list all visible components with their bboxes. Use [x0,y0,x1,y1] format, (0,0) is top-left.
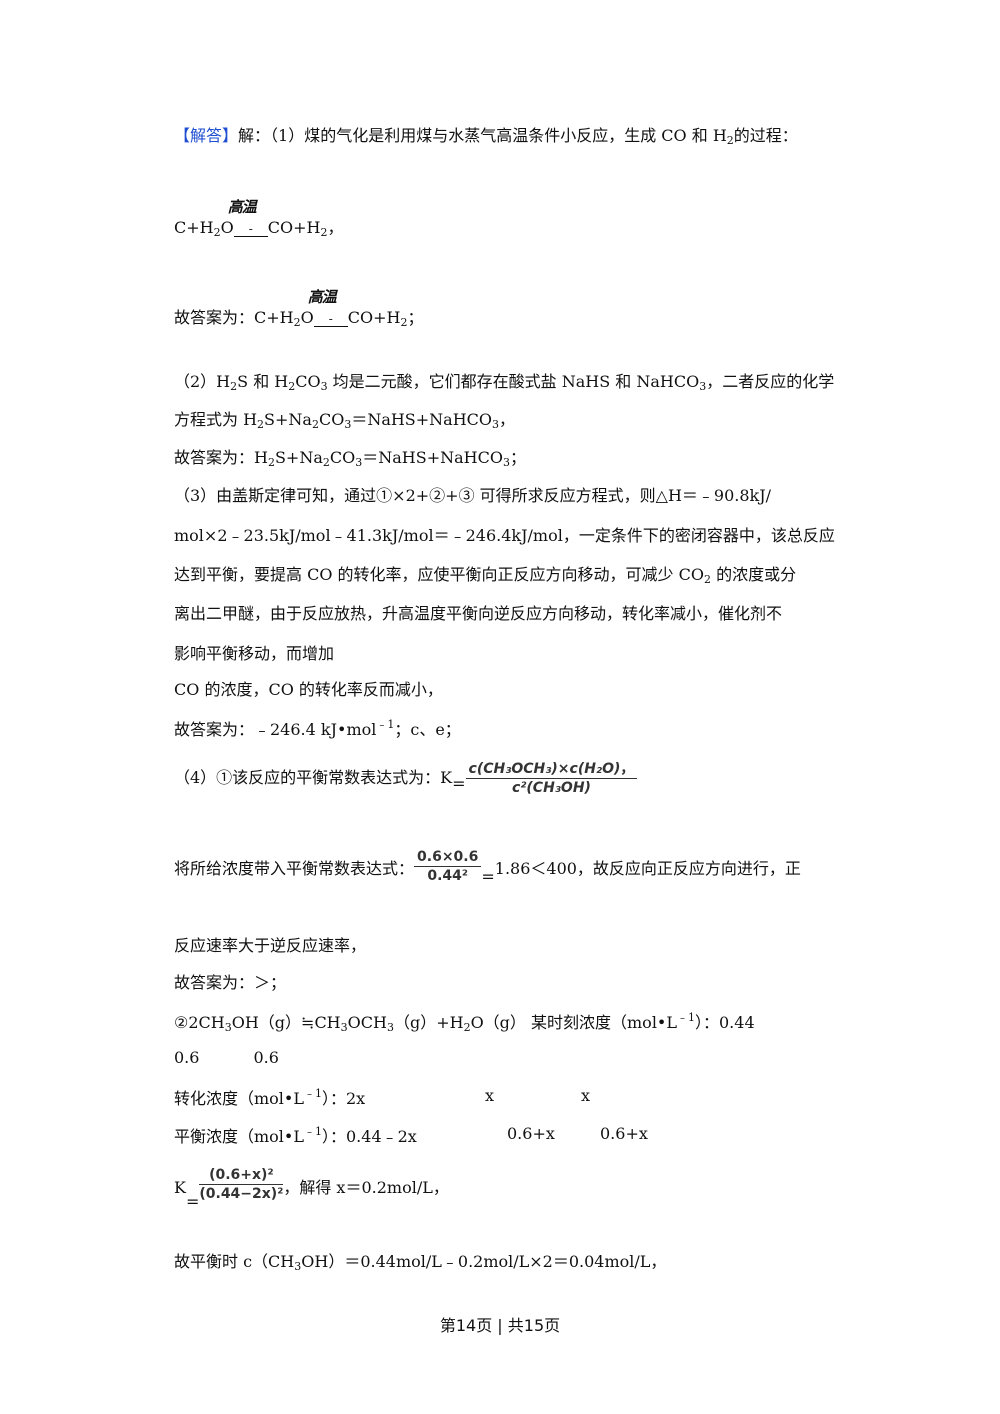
part4-line3: 反应速率大于逆反应速率， [174,936,367,955]
answer-tag: 【解答】 [174,126,239,145]
equilibrium-c2: 0.6+x [507,1124,555,1143]
conversion-x2: x [581,1086,591,1105]
part4-k-expression: （4）①该反应的平衡常数表达式为：K=c(CH₃OCH₃)×c(H₂O)，c²(… [174,762,638,795]
part3-line1: （3）由盖斯定律可知，通过①×2+②+③ 可得所求反应方程式，则△H＝﹣90.8… [174,486,772,505]
equilibrium-c3: 0.6+x [600,1124,648,1143]
part3-line2: mol×2﹣23.5kJ/mol﹣41.3kJ/mol＝﹣246.4kJ/mol… [174,526,835,545]
reaction-condition: 高温- [228,200,268,237]
reaction-condition: 高温- [308,290,348,327]
conversion-x1: x [485,1086,495,1105]
answer-2: 故答案为：H2S+Na2CO3＝NaHS+NaHCO3； [174,448,526,469]
part2-line1: （2）H2S 和 H2CO3 均是二元酸，它们都存在酸式盐 NaHS 和 NaH… [174,372,835,393]
k-fraction: c(CH₃OCH₃)×c(H₂O)，c²(CH₃OH) [465,762,638,795]
part3-line5: 影响平衡移动，而增加 [174,644,335,663]
part3-line3: 达到平衡，要提高 CO 的转化率，应使平衡向正反应方向移动，可减少 CO2 的浓… [174,565,797,586]
page-footer: 第14页 | 共15页 [439,1316,561,1335]
k-solve-fraction: (0.6+x)²(0.44−2x)² [199,1167,284,1202]
final-concentration-line: 故平衡时 c（CH3OH）＝0.44mol/L﹣0.2mol/L×2＝0.04m… [174,1252,667,1273]
part5-reaction-line: ②2CH3OH（g）≒CH3OCH3（g）+H2O（g） 某时刻浓度（mol•L… [174,1011,755,1034]
part2-line2: 方程式为 H2S+Na2CO3＝NaHS+NaHCO3， [174,410,516,431]
answer-intro-line: 【解答】解：（1）煤的气化是利用煤与水蒸气高温条件小反应，生成 CO 和 H2的… [174,126,798,147]
part3-line4: 离出二甲醚，由于反应放热，升高温度平衡向逆反应方向移动，转化率减小，催化剂不 [174,604,783,623]
part3-line6: CO 的浓度，CO 的转化率反而减小， [174,680,443,699]
k-solve-line: K=(0.6+x)²(0.44−2x)²，解得 x＝0.2mol/L， [174,1167,449,1211]
conversion-row: 转化浓度（mol•L﹣1）：2x [174,1087,366,1108]
equilibrium-row: 平衡浓度（mol•L﹣1）：0.44﹣2x [174,1125,417,1146]
answer-4: 故答案为：＞； [174,973,287,992]
answer-3: 故答案为：﹣246.4 kJ•mol﹣1；c、e； [174,718,461,739]
